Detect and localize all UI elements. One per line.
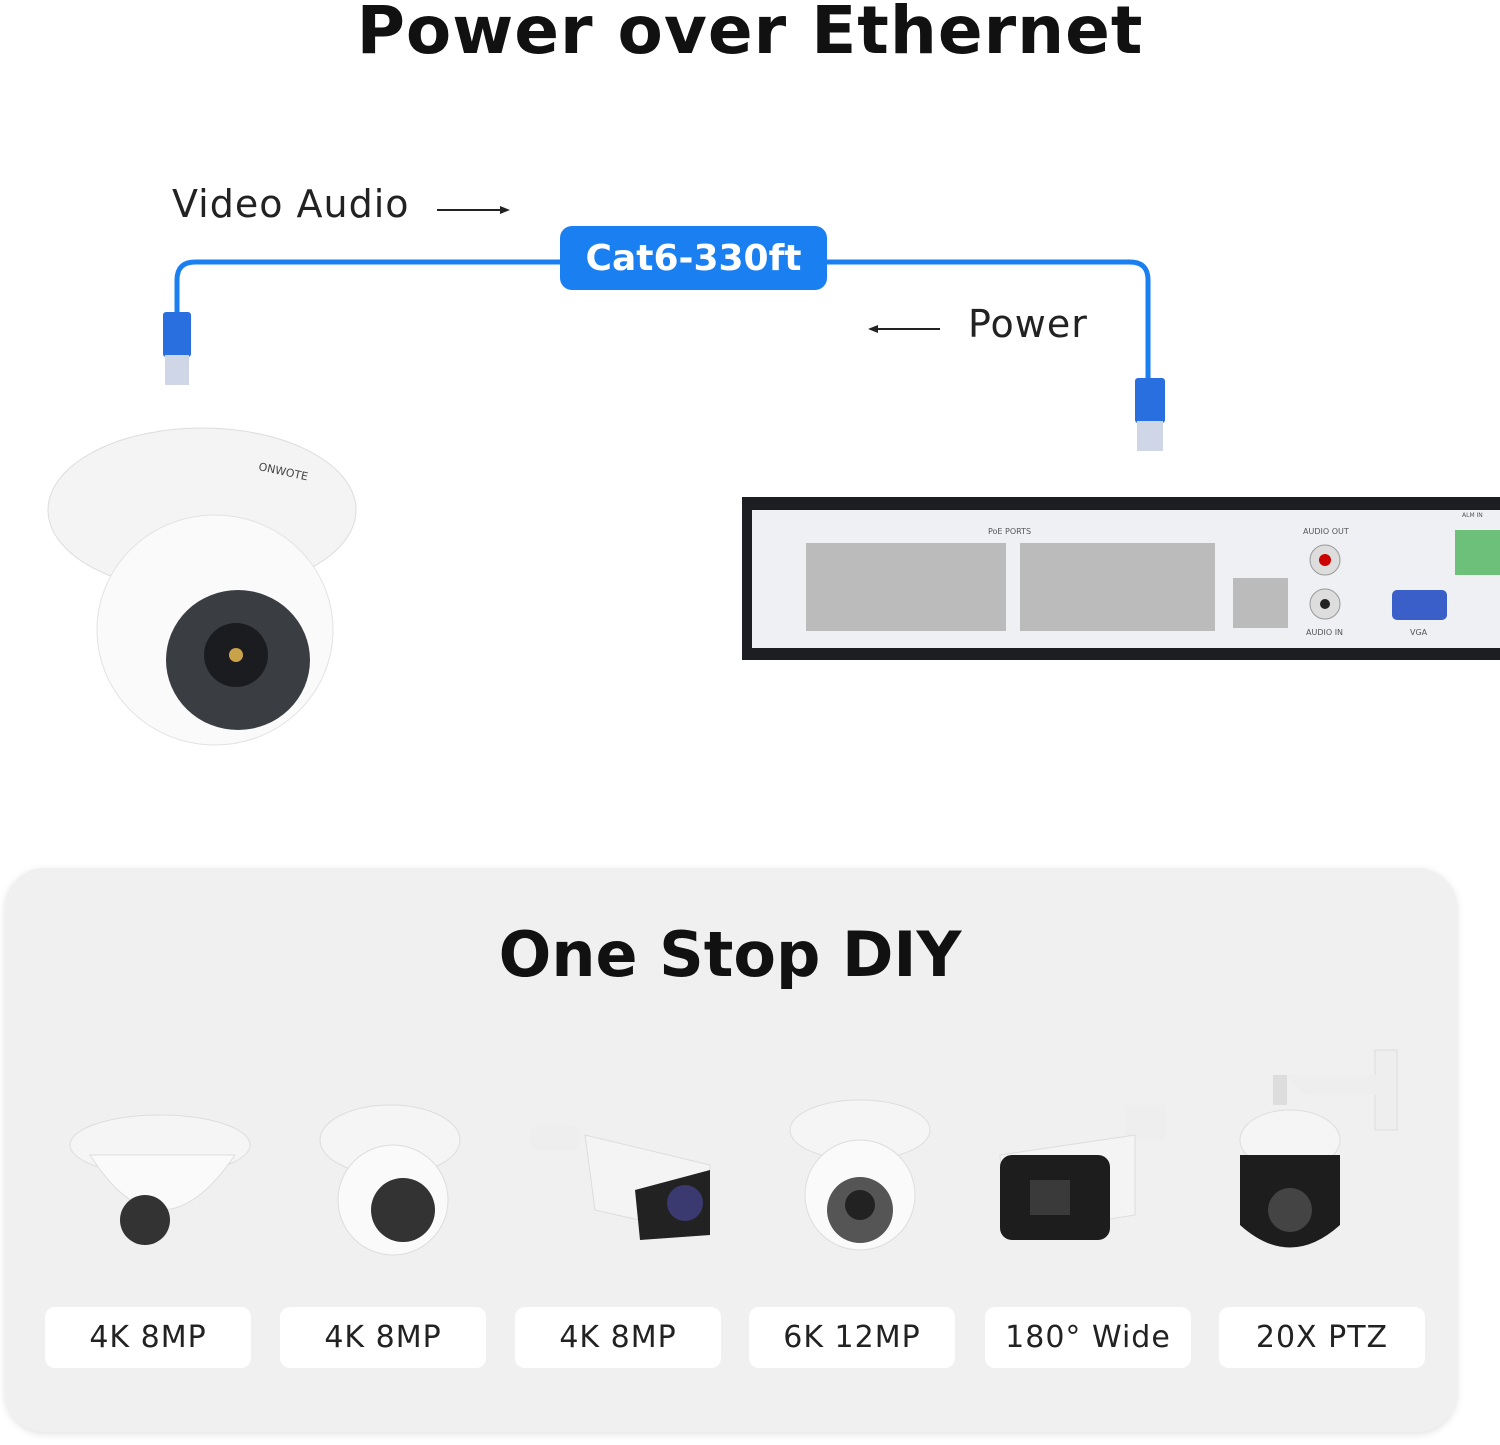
spec-label: 20X PTZ <box>1219 1307 1425 1368</box>
rj45-connector-right <box>1135 378 1165 451</box>
spec-label: 4K 8MP <box>515 1307 721 1368</box>
nvr-recorder-image: PoE PORTS AUDIO OUT AUDIO IN VGA ALM IN <box>742 497 1500 660</box>
dual-lens-bullet-camera-icon <box>999 1105 1165 1240</box>
spec-label: 4K 8MP <box>45 1307 251 1368</box>
turret-camera-icon <box>789 1099 931 1251</box>
rj45-connector-left <box>163 312 191 385</box>
turret-camera-icon <box>319 1104 461 1256</box>
turret-camera-image: ONWOTE <box>47 427 357 746</box>
svg-text:AUDIO OUT: AUDIO OUT <box>1303 527 1349 536</box>
spec-label: 180° Wide <box>985 1307 1191 1368</box>
cable-diagram: ONWOTE PoE PORTS AUDIO OUT AUDIO IN VGA … <box>47 206 1500 746</box>
arrow-left-icon <box>868 325 940 333</box>
mini-dome-camera-icon <box>69 1114 251 1245</box>
svg-text:AUDIO IN: AUDIO IN <box>1306 628 1343 637</box>
ptz-camera-icon <box>1239 1049 1398 1248</box>
spec-label: 4K 8MP <box>280 1307 486 1368</box>
svg-text:PoE PORTS: PoE PORTS <box>988 527 1031 536</box>
svg-text:ALM IN: ALM IN <box>1462 512 1483 519</box>
spec-label: 6K 12MP <box>749 1307 955 1368</box>
page-title: Power over Ethernet <box>356 0 1144 69</box>
cable-badge: Cat6-330ft <box>560 226 827 290</box>
svg-text:VGA: VGA <box>1410 628 1428 637</box>
video-audio-label: Video Audio <box>172 182 410 226</box>
arrow-right-icon <box>437 206 510 214</box>
lineup-title: One Stop DIY <box>498 918 962 991</box>
power-label: Power <box>968 302 1088 346</box>
bullet-camera-icon <box>530 1125 711 1240</box>
